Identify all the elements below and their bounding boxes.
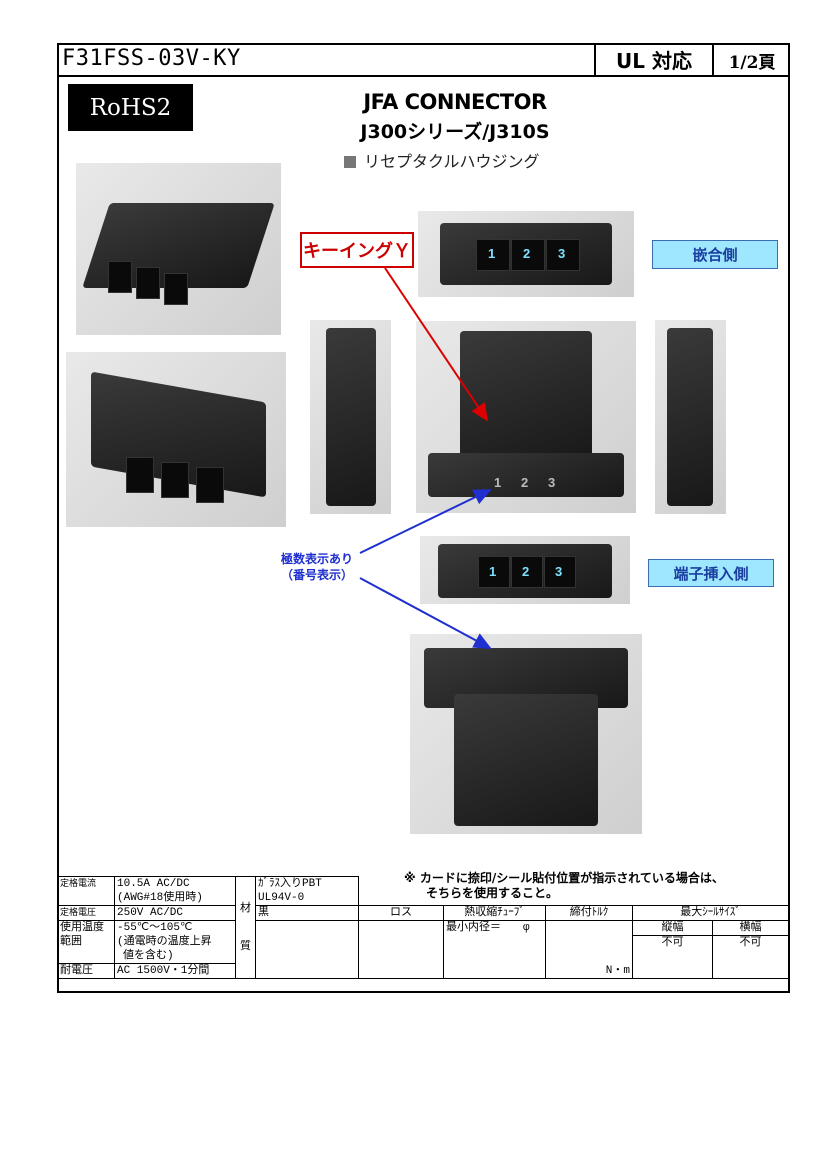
- rated-current-value: 10.5A AC/DC(AWG#18使用時): [114, 876, 236, 906]
- header-divider: [57, 75, 790, 77]
- connector-photo-angled-bottom: [66, 352, 286, 527]
- pole-note-line1: 極数表示あり: [280, 552, 353, 566]
- material-label: 材質: [235, 876, 256, 979]
- connector-photo-mating-side: 1 2 3: [418, 211, 634, 297]
- temp-label: 使用温度範囲: [57, 920, 115, 964]
- rated-voltage-value: 250V AC/DC: [114, 905, 236, 921]
- tube-value: 最小内径＝ φ: [443, 920, 546, 979]
- pin-number: 3: [555, 564, 563, 579]
- seal-height-value: 不可: [632, 935, 713, 979]
- header-separator: [594, 43, 596, 76]
- pin-number: 2: [521, 475, 529, 490]
- subtitle-text: リセプタクルハウジング: [364, 152, 540, 171]
- note-area: [358, 876, 789, 906]
- torque-header: 締付ﾄﾙｸ: [545, 905, 633, 921]
- rated-current-label: 定格電流: [57, 876, 115, 906]
- connector-photo-back: [410, 634, 642, 834]
- document-frame: [57, 43, 790, 993]
- mating-side-label: 嵌合側: [652, 240, 778, 269]
- part-number: F31FSS-03V-KY: [62, 46, 241, 71]
- pole-arrow-lower: [359, 577, 492, 649]
- seal-height-header: 縦幅: [632, 920, 713, 936]
- pole-arrow-upper: [359, 489, 492, 554]
- product-title: JFA CONNECTOR: [363, 90, 547, 114]
- withstand-label: 耐電圧: [57, 963, 115, 979]
- header-separator: [712, 43, 714, 76]
- temp-value: -55℃～105℃(通電時の温度上昇値を含む): [114, 920, 236, 964]
- pin-number: 3: [558, 246, 566, 261]
- rohs-badge: RoHS2: [68, 84, 193, 131]
- rated-voltage-label: 定格電圧: [57, 905, 115, 921]
- pin-number: 2: [522, 564, 530, 579]
- material-color: 黒: [255, 905, 359, 921]
- product-series: J300シリーズ/J310S: [360, 121, 550, 143]
- pin-number: 2: [523, 246, 531, 261]
- withstand-value: AC 1500V・1分間: [114, 963, 236, 979]
- connector-photo-terminal-side: 1 2 3: [420, 536, 630, 604]
- pole-number-note: 極数表示あり （番号表示）: [262, 551, 372, 583]
- square-bullet-icon: [344, 156, 356, 168]
- keying-arrow: [384, 267, 489, 422]
- pin-number: 1: [489, 564, 497, 579]
- seal-header: 最大ｼｰﾙｻｲｽﾞ: [632, 905, 789, 921]
- ul-compliance: UL 対応: [616, 49, 692, 73]
- connector-photo-angled-top: [76, 163, 281, 335]
- spec-table: 定格電流 10.5A AC/DC(AWG#18使用時) 材質 ｶﾞﾗｽ入りPBT…: [57, 876, 789, 979]
- connector-photo-front: 1 2 3: [416, 321, 636, 513]
- product-subtitle: リセプタクルハウジング: [344, 148, 540, 172]
- loss-value: [358, 920, 444, 979]
- pin-number: 1: [494, 475, 502, 490]
- pole-note-line2: （番号表示）: [280, 568, 353, 582]
- material-blank: [255, 920, 359, 979]
- connector-photo-side-left: [310, 320, 391, 514]
- torque-value: N・m: [545, 920, 633, 979]
- keying-callout: キーイングＹ: [300, 232, 414, 268]
- page-number: 1/2頁: [728, 53, 776, 73]
- pin-number: 3: [548, 475, 556, 490]
- loss-header: ロス: [358, 905, 444, 921]
- seal-width-value: 不可: [712, 935, 789, 979]
- tube-header: 熱収縮ﾁｭｰﾌﾞ: [443, 905, 546, 921]
- pin-number: 1: [488, 246, 496, 261]
- connector-photo-side-right: [655, 320, 726, 514]
- terminal-side-label: 端子挿入側: [648, 559, 774, 587]
- seal-width-header: 横幅: [712, 920, 789, 936]
